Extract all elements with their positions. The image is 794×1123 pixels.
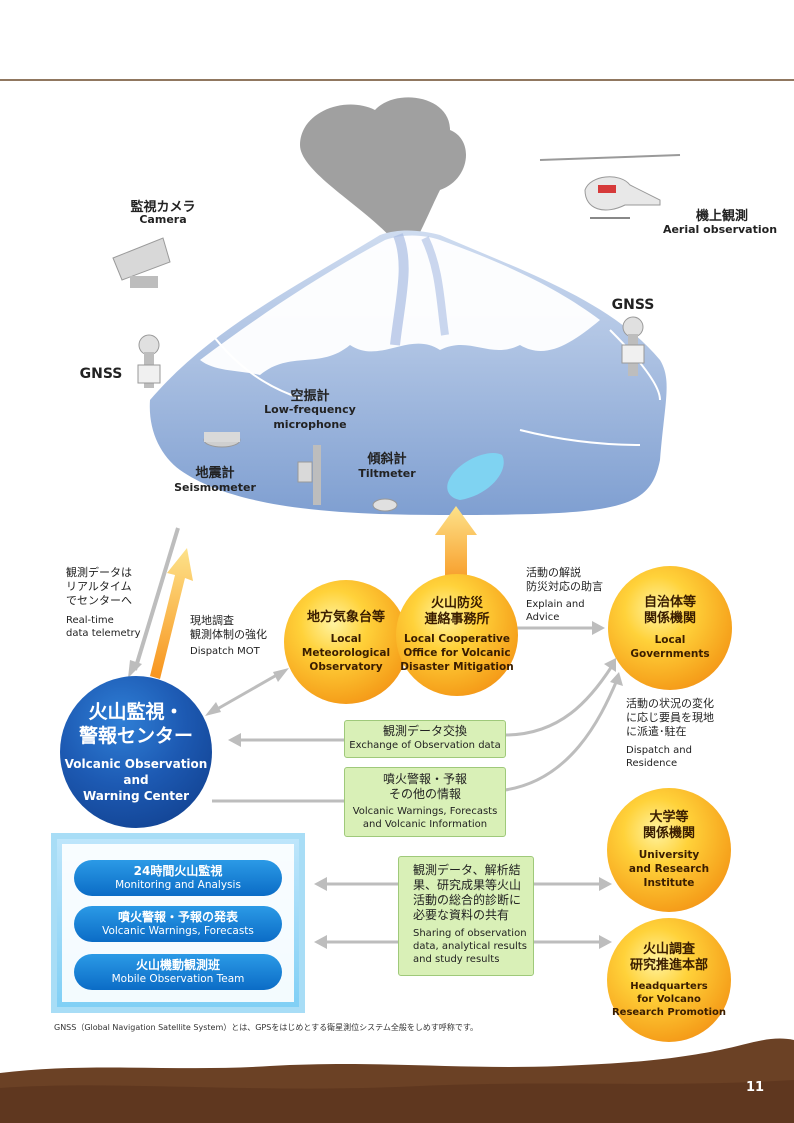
- camera-label-jp: 監視カメラ: [130, 200, 196, 215]
- function-warnings: 噴火警報・予報の発表 Volcanic Warnings, Forecasts: [74, 906, 282, 942]
- aerial-label-jp: 機上観測: [695, 209, 748, 224]
- page-number: 11: [745, 1080, 765, 1095]
- explain-note-jp: 活動の解説 防災対応の助言: [526, 566, 603, 593]
- arrow-up-to-volcano: [435, 506, 477, 590]
- node-university: 大学等 関係機関 University and Research Institu…: [607, 788, 731, 912]
- function-mobile-team: 火山機動観測班 Mobile Observation Team: [74, 954, 282, 990]
- microphone-label-en: Low-frequency microphone: [264, 403, 356, 431]
- explain-note-en: Explain and Advice: [526, 599, 585, 623]
- aerial-label-en: Aerial observation: [662, 223, 778, 236]
- box-exchange: 観測データ交換 Exchange of Observation data: [344, 720, 506, 758]
- residence-note-en: Dispatch and Residence: [626, 745, 692, 769]
- seismometer-label-en: Seismometer: [174, 481, 256, 494]
- box-sharing: 観測データ、解析結 果、研究成果等火山 活動の総合的診断に 必要な資料の共有 S…: [398, 856, 534, 976]
- tiltmeter-device: [372, 498, 398, 512]
- telemetry-note-en: Real-time data telemetry: [66, 615, 141, 639]
- gnss-right-device: [621, 316, 645, 376]
- function-monitoring: 24時間火山監視 Monitoring and Analysis: [74, 860, 282, 896]
- residence-note-jp: 活動の状況の変化 に応じ要員を現地 に派遣･駐在: [626, 697, 714, 738]
- camera-device: [112, 237, 171, 288]
- node-local-coop: 火山防災 連絡事務所 Local Cooperative Office for …: [396, 574, 518, 696]
- footnote: GNSS（Global Navigation Satellite System）…: [54, 1023, 479, 1032]
- gnss-right-label: GNSS: [611, 297, 655, 313]
- gnss-left-label: GNSS: [79, 366, 123, 382]
- microphone-device: [297, 445, 321, 505]
- microphone-label-jp: 空振計: [290, 389, 330, 404]
- helicopter: [539, 154, 681, 219]
- box-warnings: 噴火警報・予報 その他の情報 Volcanic Warnings, Foreca…: [344, 767, 506, 837]
- tiltmeter-label-en: Tiltmeter: [358, 467, 416, 480]
- node-center: 火山監視・ 警報センター Volcanic Observation and Wa…: [60, 676, 212, 828]
- dispatch-note-en: Dispatch MOT: [190, 646, 260, 657]
- telemetry-note-jp: 観測データは リアルタイム でセンターへ: [66, 566, 132, 607]
- node-local-gov: 自治体等 関係機関 Local Governments: [608, 566, 732, 690]
- gnss-left-device: [137, 334, 161, 388]
- node-hq: 火山調査 研究推進本部 Headquarters for Volcano Res…: [607, 918, 731, 1042]
- node-local-met: 地方気象台等 Local Meteorological Observatory: [284, 580, 408, 704]
- arrow-dispatch: [150, 548, 193, 679]
- crater-lake: [447, 452, 504, 500]
- seismometer-device: [203, 432, 241, 448]
- tiltmeter-label-jp: 傾斜計: [367, 452, 407, 467]
- smoke-plume: [300, 97, 467, 250]
- seismometer-label-jp: 地震計: [195, 466, 235, 481]
- camera-label-en: Camera: [139, 213, 187, 226]
- dispatch-note-jp: 現地調査 観測体制の強化: [190, 614, 267, 641]
